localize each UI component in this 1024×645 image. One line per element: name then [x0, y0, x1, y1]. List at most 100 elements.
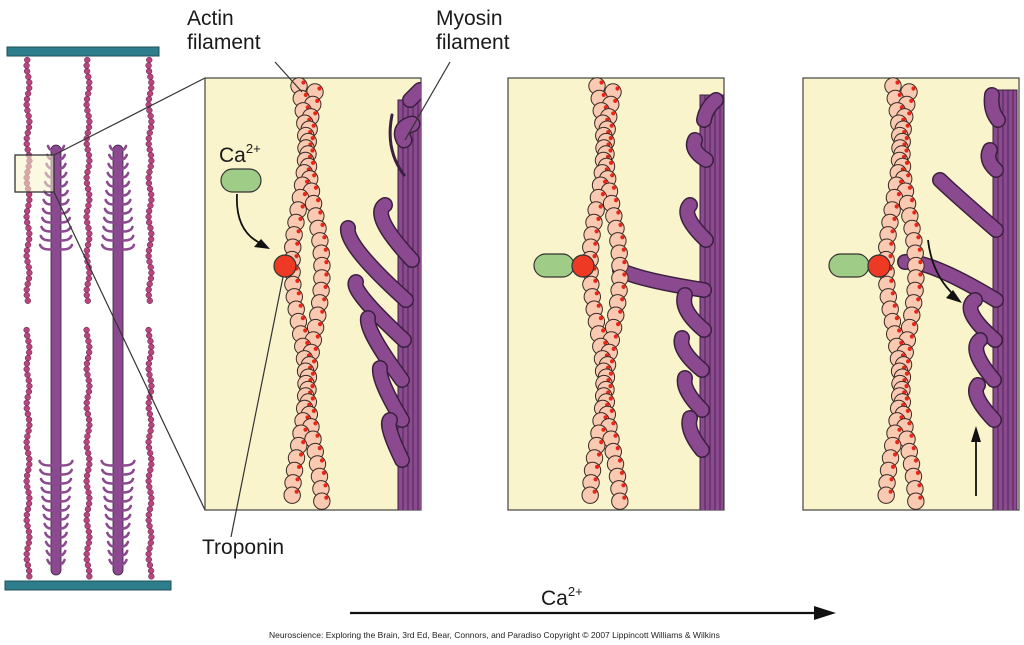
myosin-head-outline [388, 113, 406, 177]
thin-filament-bead [86, 455, 93, 462]
binding-site-dot [294, 254, 299, 259]
binding-site-dot [911, 322, 917, 327]
binding-site-dot [904, 160, 910, 165]
thin-filament-bead [86, 573, 93, 580]
thick-filament-head [38, 459, 58, 467]
binding-site-dot [318, 210, 323, 215]
thin-filament-bead [23, 438, 30, 446]
binding-site-dot [907, 111, 912, 116]
thick-filament-head [54, 495, 71, 503]
binding-site-dot [594, 291, 599, 296]
binding-site-dot [296, 291, 301, 296]
binding-site-dot [315, 334, 320, 339]
thick-filament-head [116, 216, 134, 224]
thick-filament-head [105, 180, 120, 188]
thick-filament-head [42, 513, 58, 521]
binding-site-dot [615, 322, 621, 327]
thin-filament-bead [26, 422, 33, 429]
thick-filament-head [101, 477, 120, 485]
binding-site-dot [296, 229, 301, 234]
thin-filament-bead [24, 56, 31, 64]
thin-filament-bead [146, 146, 153, 153]
thin-filament-bead [26, 230, 33, 237]
binding-site-dot [890, 464, 896, 469]
thick-filament-head [116, 540, 130, 548]
thin-filament-bead [25, 124, 33, 131]
binding-site-dot [305, 340, 310, 345]
binding-site-dot [898, 179, 904, 184]
binding-site-dot [592, 254, 597, 259]
thin-filament-bead [86, 230, 93, 237]
binding-site-dot [904, 396, 909, 401]
myosin-head [373, 361, 409, 427]
thin-filament-bead [85, 500, 93, 507]
binding-site-dot [311, 123, 316, 128]
binding-site-dot [610, 173, 615, 178]
thin-filament-bead [83, 366, 90, 373]
thin-filament-bead [83, 213, 90, 220]
thick-filament-head [106, 171, 120, 179]
troponin-label: Troponin [202, 536, 285, 559]
thin-filament-bead [145, 360, 153, 367]
thin-filament-bead [148, 269, 155, 276]
actin-monomer [907, 492, 925, 510]
binding-site-dot [913, 458, 919, 463]
binding-site-dot [892, 303, 897, 308]
binding-site-dot [319, 458, 325, 463]
thick-filament-head [116, 531, 130, 539]
thick-filament-head [42, 198, 58, 206]
thin-filament-bead [25, 416, 33, 423]
myosin-head [341, 221, 413, 307]
thin-filament-bead [85, 450, 92, 457]
thin-filament-bead [148, 84, 155, 92]
calcium-ion-3 [828, 253, 870, 278]
binding-site-dot [313, 421, 318, 426]
binding-site-dot [621, 284, 626, 289]
thin-filament-bead [85, 349, 93, 356]
binding-site-dot [599, 80, 604, 85]
thick-filament-head [44, 531, 58, 539]
thick-filament-head [100, 243, 120, 251]
myosin-label: Myosin filament [436, 7, 510, 54]
thin-filament-bead [26, 79, 33, 86]
binding-site-dot [317, 322, 323, 327]
thin-filament-bead [24, 410, 31, 418]
thin-filament-bead [24, 394, 31, 401]
thin-filament-bead [23, 472, 31, 479]
thick-filament-head [54, 468, 73, 476]
thick-filament-head [54, 234, 73, 242]
thin-filament-bead [23, 399, 30, 406]
thin-filament-bead [25, 489, 32, 496]
binding-site-dot [909, 198, 915, 203]
binding-site-dot [313, 111, 318, 116]
myosin-head [680, 198, 713, 247]
thin-filament-bead [145, 511, 152, 518]
zoom-box [14, 154, 55, 193]
thick-filament-head [54, 198, 70, 206]
thin-filament-bead [83, 96, 91, 103]
z-line-bottom [4, 580, 172, 591]
thick-filament-head [41, 495, 58, 503]
binding-site-dot [613, 98, 618, 103]
binding-site-dot [317, 446, 322, 451]
myosin-head [969, 333, 1001, 387]
thin-filament-bead [25, 112, 32, 120]
thin-filament-bead [147, 466, 154, 474]
thick-filament-head [105, 189, 120, 197]
thick-filament-head [116, 207, 133, 215]
thin-filament-bead [146, 410, 153, 418]
thin-filament-bead [23, 405, 30, 412]
calcium-label: Ca2+ [219, 141, 261, 167]
thin-filament-bead [83, 511, 90, 518]
thin-filament-bead [85, 567, 93, 574]
thin-filament-bead [145, 140, 152, 148]
binding-site-dot [909, 334, 914, 339]
thin-filament-bead [147, 73, 154, 80]
binding-site-dot [296, 464, 302, 469]
thin-filament-bead [85, 124, 93, 131]
binding-site-dot [320, 309, 325, 314]
binding-site-dot [294, 489, 299, 494]
binding-site-dot [323, 247, 328, 252]
binding-site-dot [320, 222, 325, 227]
